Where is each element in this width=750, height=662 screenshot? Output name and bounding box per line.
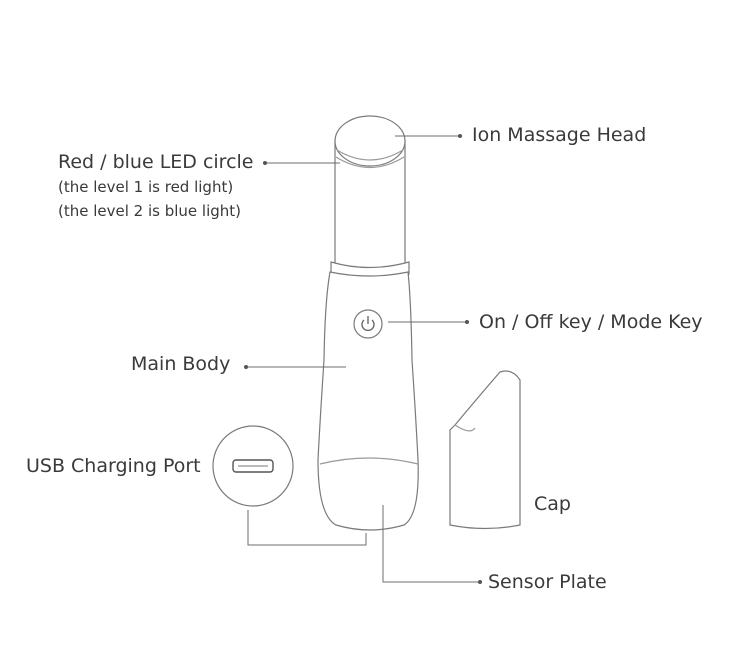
usb-port-icon [232,459,274,473]
leader-usb [247,510,367,546]
cap-shape [449,370,521,530]
label-on-off-key: On / Off key / Mode Key [479,311,703,333]
label-cap: Cap [534,493,571,515]
main-body-shape [317,271,419,531]
label-led-level2: (the level 2 is blue light) [58,202,242,220]
massage-head-top [334,115,406,167]
label-ion-massage-head: Ion Massage Head [472,124,647,146]
power-icon [361,319,375,332]
label-sensor-plate: Sensor Plate [488,571,607,593]
label-led-level1: (the level 1 is red light) [58,178,234,196]
label-main-body: Main Body [131,353,231,375]
label-led-circle: Red / blue LED circle [58,151,254,173]
leader-sensor [382,505,480,583]
label-usb-port: USB Charging Port [26,455,201,477]
